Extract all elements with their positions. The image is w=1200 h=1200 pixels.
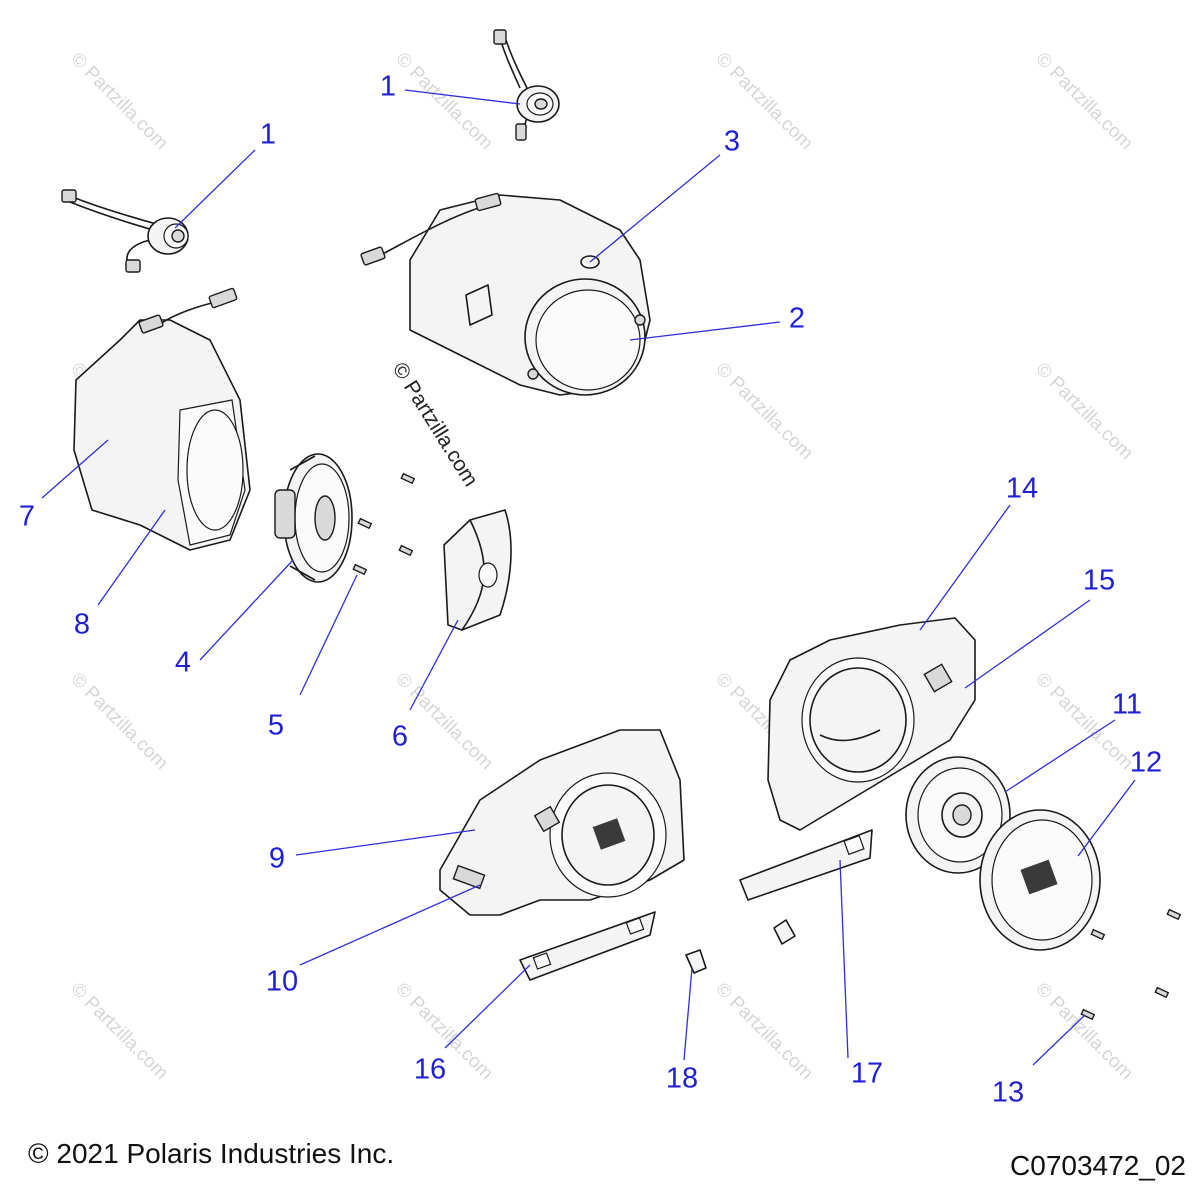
callout-1-left: 1 bbox=[260, 119, 276, 151]
callout-15: 15 bbox=[1083, 565, 1115, 597]
part-17-bracket bbox=[739, 829, 873, 901]
part-7-8-left-enclosure bbox=[73, 287, 251, 551]
callout-13: 13 bbox=[992, 1077, 1024, 1109]
part-14-15-right-enclosure bbox=[767, 617, 976, 831]
callout-16: 16 bbox=[414, 1054, 446, 1086]
copyright-notice: © 2021 Polaris Industries Inc. bbox=[28, 1138, 395, 1169]
watermark: © Partzilla.com bbox=[711, 979, 816, 1084]
part-12-grille-cover bbox=[979, 809, 1101, 951]
callout-18: 18 bbox=[666, 1063, 698, 1095]
callout-9: 9 bbox=[269, 843, 285, 875]
watermark: © Partzilla.com bbox=[66, 49, 171, 154]
part-4-woofer bbox=[274, 453, 353, 583]
watermark: © Partzilla.com bbox=[1031, 979, 1136, 1084]
watermark: © Partzilla.com bbox=[711, 359, 816, 464]
watermark: © Partzilla.com bbox=[391, 49, 496, 154]
part-9-10-lower-enclosure bbox=[439, 729, 685, 916]
watermark-layer: © Partzilla.com © Partzilla.com © Partzi… bbox=[66, 49, 1136, 1084]
grille bbox=[592, 818, 626, 850]
diagram-code: C0703472_02 bbox=[1010, 1150, 1186, 1181]
watermark: © Partzilla.com bbox=[66, 669, 171, 774]
part-5-screws bbox=[352, 472, 416, 576]
part-11-coax-speaker bbox=[905, 756, 1011, 874]
callout-8: 8 bbox=[74, 609, 90, 641]
callout-10: 10 bbox=[266, 966, 298, 998]
part-1-tweeter-top bbox=[493, 29, 560, 141]
watermark: © Partzilla.com bbox=[66, 979, 171, 1084]
part-18-clips bbox=[685, 919, 796, 974]
callout-7: 7 bbox=[19, 501, 35, 533]
callout-14: 14 bbox=[1006, 473, 1038, 505]
callouts: 1 1 2 3 4 5 6 7 8 9 10 11 12 13 14 15 16… bbox=[19, 71, 1162, 1109]
callout-11: 11 bbox=[1112, 689, 1142, 721]
callout-17: 17 bbox=[851, 1058, 883, 1090]
watermark: © Partzilla.com bbox=[1031, 669, 1136, 774]
part-2-3-upper-enclosure bbox=[360, 192, 651, 396]
callout-3: 3 bbox=[724, 126, 740, 158]
part-13-screws bbox=[1080, 908, 1182, 1021]
callout-4: 4 bbox=[175, 647, 191, 679]
callout-5: 5 bbox=[268, 710, 284, 742]
callout-1-top: 1 bbox=[380, 71, 396, 103]
callout-6: 6 bbox=[392, 721, 408, 753]
part-1-tweeter-left bbox=[61, 189, 189, 273]
callout-2: 2 bbox=[789, 303, 805, 335]
leader-lines bbox=[41, 89, 1136, 1066]
callout-12: 12 bbox=[1130, 747, 1162, 779]
watermark: © Partzilla.com bbox=[1031, 49, 1136, 154]
watermark: © Partzilla.com bbox=[1031, 359, 1136, 464]
watermark-center: © Partzilla.com bbox=[388, 358, 482, 490]
part-16-bracket bbox=[519, 911, 656, 981]
part-6-baffle-plate bbox=[443, 509, 512, 631]
